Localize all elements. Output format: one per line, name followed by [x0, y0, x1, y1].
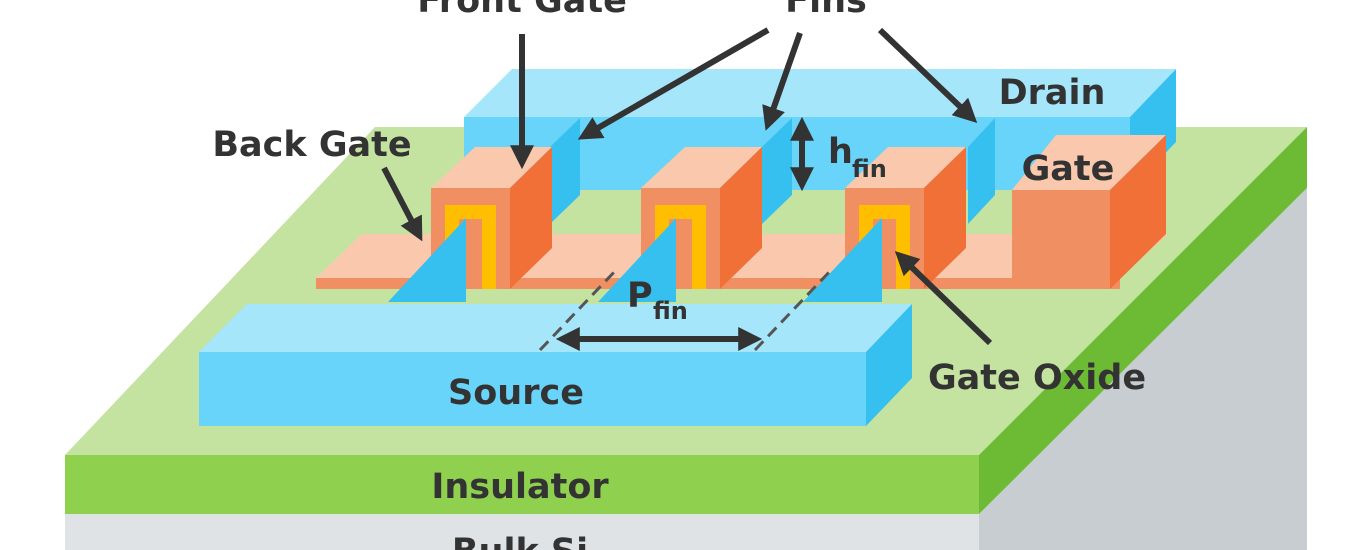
front-gate-label: Front Gate [417, 0, 627, 21]
h-fin-label: h [828, 132, 853, 172]
labels: Front Gate Fins Drain Back Gate h fin Ga… [212, 0, 1146, 550]
h-fin-subscript: fin [852, 155, 887, 183]
gate-wrap-3-side [924, 147, 966, 289]
fin-2-front-slope [598, 218, 676, 302]
p-fin-subscript: fin [653, 297, 688, 325]
gate-oxide-arrow [894, 250, 993, 346]
back-gate-arrow [381, 166, 423, 242]
bulk-si-front [65, 514, 979, 550]
fins-label: Fins [785, 0, 867, 21]
fin-3-back-side [968, 118, 995, 224]
bulk-si-label: Bulk Si [452, 532, 588, 550]
bulk-si-side [979, 188, 1307, 550]
gate-wrap-1-side [510, 147, 552, 289]
drain-label: Drain [999, 73, 1106, 113]
gate-wrap-2-top [641, 147, 762, 188]
p-fin-label: P [627, 276, 653, 316]
fins-arrow-middle [762, 32, 803, 131]
gate-pad-side [1110, 135, 1166, 289]
fins-arrow-left [577, 27, 770, 140]
back-gate-label: Back Gate [212, 125, 411, 165]
source-top [199, 304, 912, 352]
fin-3-front-slope [803, 218, 882, 302]
fins-arrow-right [877, 27, 978, 123]
gate-wrap-2-side [720, 147, 762, 289]
annotation-arrows [381, 27, 993, 351]
source-label: Source [448, 373, 584, 413]
fin-back-sections [550, 118, 995, 224]
gate-label: Gate [1022, 149, 1115, 189]
fin-front-sections [388, 218, 882, 302]
gate-wrap-2 [641, 147, 762, 289]
gate-pad [1012, 135, 1166, 289]
fin-2-back-side [762, 118, 792, 224]
source-side [866, 304, 912, 426]
insulator-label: Insulator [431, 467, 609, 507]
source-front [199, 352, 866, 426]
insulator-front [65, 455, 979, 514]
fin-1-front-slope [388, 218, 466, 302]
insulator-side [979, 127, 1307, 514]
gate-pad-front [1012, 190, 1110, 289]
gate-pad-top [1012, 135, 1166, 190]
gate-wrap-1 [431, 147, 552, 289]
gate-wrap-3-top [845, 147, 966, 188]
gate-oxide-label: Gate Oxide [928, 358, 1146, 398]
fin-1-back-side [550, 118, 580, 224]
